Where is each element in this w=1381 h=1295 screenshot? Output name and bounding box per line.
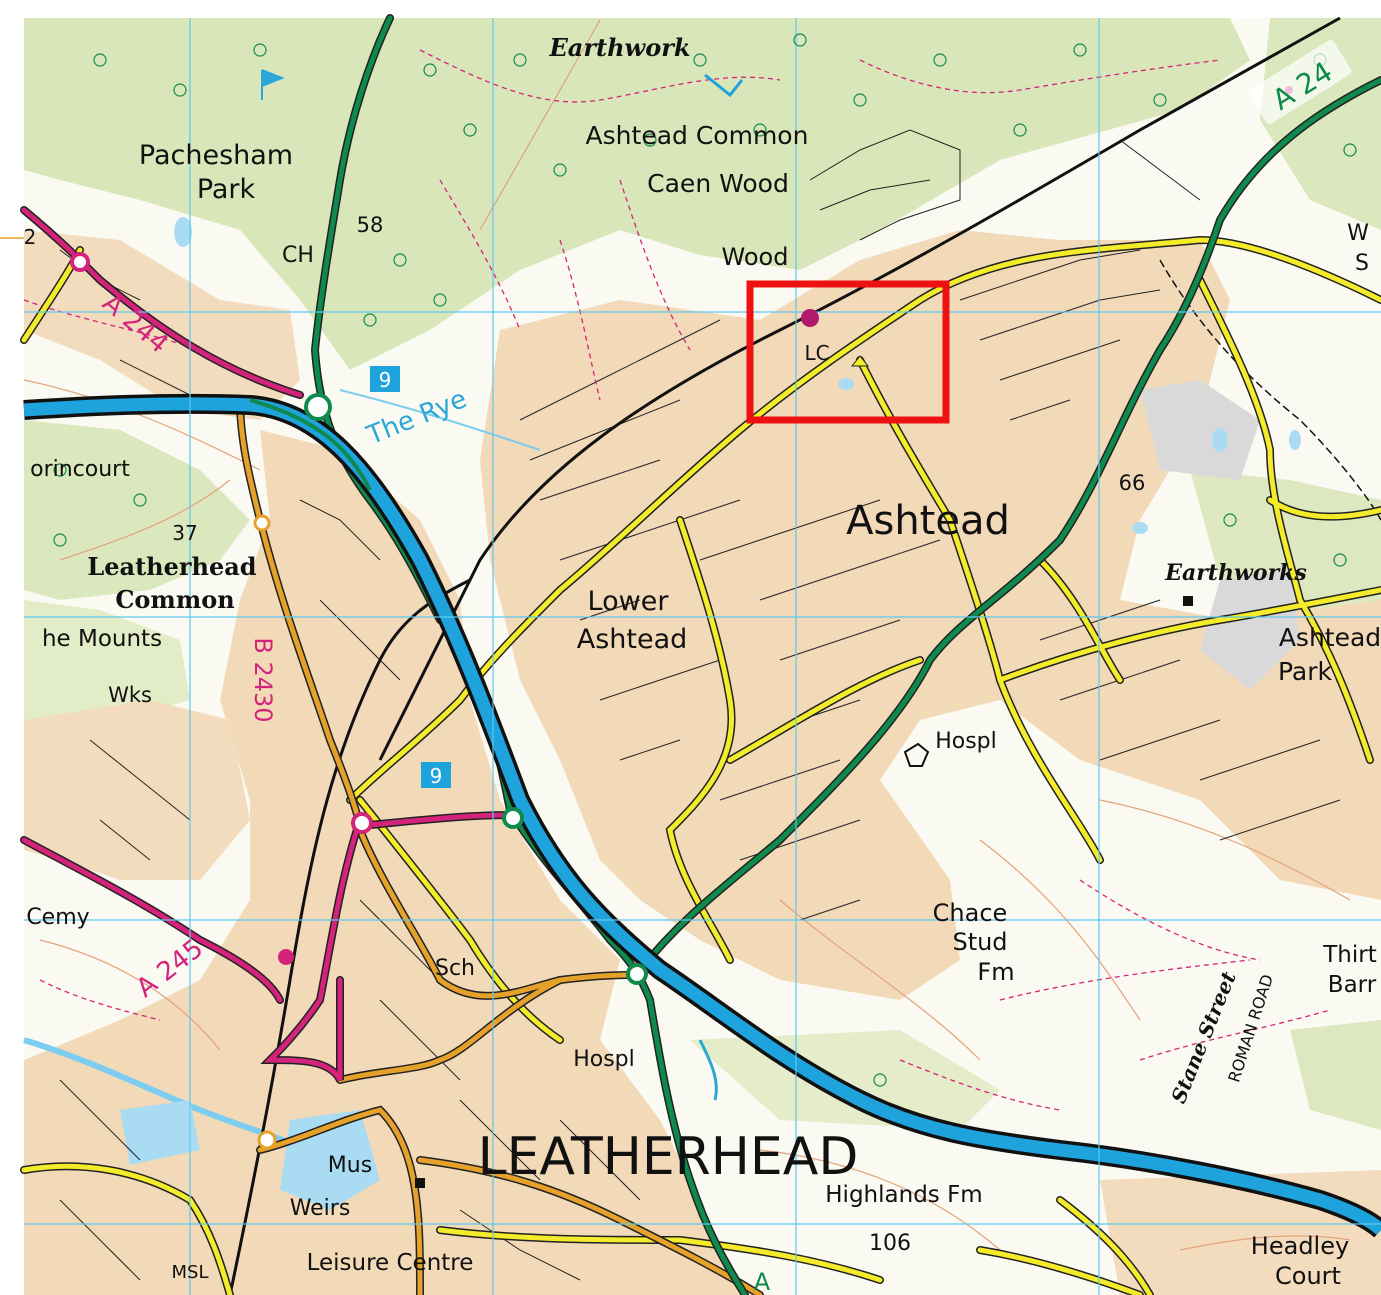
label-ch: CH bbox=[282, 243, 314, 268]
junction-9-box-top bbox=[370, 366, 400, 392]
museum-icon bbox=[415, 1178, 425, 1188]
label-lc: LC bbox=[804, 341, 829, 365]
quarry-area bbox=[1140, 380, 1260, 480]
label-58: 58 bbox=[357, 213, 384, 237]
footpaths bbox=[23, 49, 1331, 1111]
label-hospl-2: Hospl bbox=[573, 1047, 635, 1072]
label-pachesham: Pachesham bbox=[139, 140, 293, 171]
label-msl: MSL bbox=[172, 1262, 209, 1283]
map-symbols bbox=[261, 69, 1193, 1188]
label-37: 37 bbox=[172, 521, 197, 545]
grid-lines bbox=[24, 18, 1381, 1295]
label-earthworks: Earthworks bbox=[1164, 560, 1307, 586]
roundabouts bbox=[70, 86, 1293, 1150]
label-park: Park bbox=[197, 174, 256, 205]
hospital-icon bbox=[903, 742, 930, 767]
label-caen-wood: Caen Wood bbox=[647, 169, 789, 198]
label-2: 2 bbox=[24, 225, 37, 249]
label-earthwork: Earthwork bbox=[549, 33, 691, 62]
earthworks-area bbox=[1200, 570, 1300, 690]
contour-lines bbox=[23, 19, 1351, 1251]
label-ashtead-common: Ashtead Common bbox=[586, 121, 809, 150]
road-label-a-bottom: A bbox=[754, 1268, 771, 1295]
label-cemy: Cemy bbox=[26, 905, 89, 930]
road-label-b2430: B 2430 bbox=[249, 637, 277, 722]
label-sch: Sch bbox=[435, 956, 475, 981]
minor-streets bbox=[59, 129, 1341, 1281]
label-fm: Fm bbox=[977, 958, 1014, 986]
level-crossing-icon bbox=[850, 355, 870, 367]
other-a-roads bbox=[20, 206, 514, 1083]
label-wks: Wks bbox=[108, 683, 152, 707]
nature-reserve-icon bbox=[704, 73, 744, 98]
label-leisure-centre: Leisure Centre bbox=[307, 1250, 474, 1276]
a-roads-primary bbox=[310, 14, 1381, 1295]
label-leatherhead-town: LEATHERHEAD bbox=[478, 1127, 859, 1187]
label-66: 66 bbox=[1119, 471, 1146, 495]
building-icon bbox=[1183, 596, 1193, 606]
label-leatherhead: Leatherhead bbox=[87, 552, 256, 581]
label-106: 106 bbox=[869, 1231, 911, 1256]
label-chace: Chace bbox=[933, 899, 1008, 927]
label-the-mounts: he Mounts bbox=[42, 626, 162, 652]
label-barr: Barr bbox=[1328, 972, 1377, 998]
station-marker bbox=[801, 309, 819, 327]
label-w: W bbox=[1347, 221, 1369, 246]
label-lower: Lower bbox=[588, 586, 670, 617]
label-ashtead: Ashtead bbox=[846, 498, 1010, 544]
label-highlands-fm: Highlands Fm bbox=[825, 1182, 982, 1208]
tree-symbols bbox=[53, 33, 1357, 1087]
label-wood: Wood bbox=[722, 243, 789, 271]
junction-9-mid: 9 bbox=[430, 764, 443, 788]
label-vorincourt: orincourt bbox=[30, 457, 130, 482]
label-weirs: Weirs bbox=[290, 1196, 351, 1221]
flag-icon bbox=[261, 69, 285, 100]
highlight-box bbox=[746, 280, 950, 424]
label-ashtead-park-2: Park bbox=[1278, 657, 1333, 686]
label-mus: Mus bbox=[328, 1153, 372, 1178]
junction-9-box-mid bbox=[421, 762, 451, 788]
label-lower-ashtead: Ashtead bbox=[577, 624, 688, 655]
label-stud: Stud bbox=[952, 928, 1007, 956]
label-hospl-1: Hospl bbox=[935, 729, 997, 754]
junction-9-top: 9 bbox=[379, 368, 392, 392]
motorway bbox=[23, 393, 1381, 1238]
label-court: Court bbox=[1275, 1262, 1341, 1290]
label-common: Common bbox=[115, 585, 234, 614]
railways bbox=[228, 16, 1381, 1295]
label-headley: Headley bbox=[1251, 1232, 1349, 1260]
label-s: S bbox=[1355, 251, 1369, 276]
label-thirt: Thirt bbox=[1322, 942, 1377, 968]
label-ashtead-park-1: Ashtead bbox=[1279, 623, 1381, 652]
